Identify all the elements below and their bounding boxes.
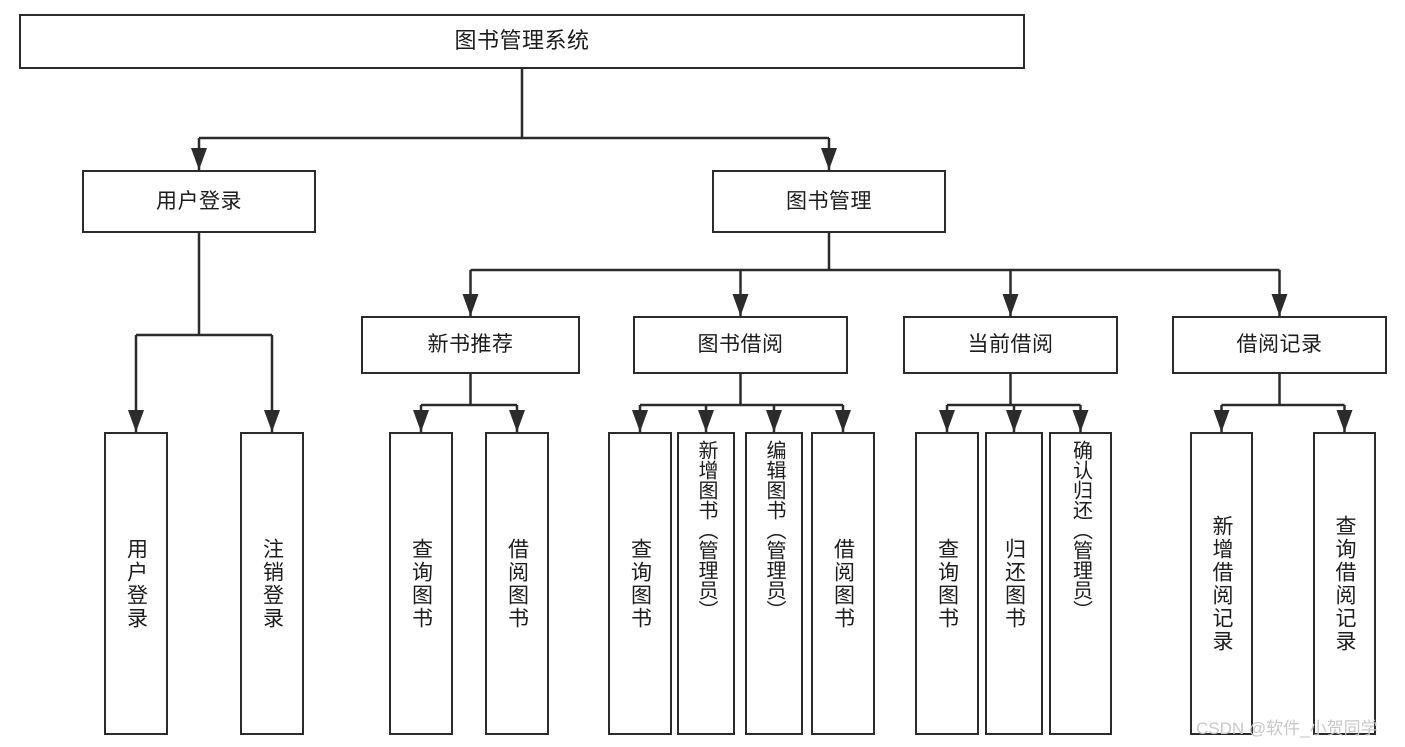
node-leaf6[interactable]: 新增图书（管理员） [677, 432, 735, 735]
node-label-leaf11: 确认归还（管理员） [1069, 440, 1092, 620]
node-leaf8[interactable]: 借阅图书 [811, 432, 875, 735]
node-borrow[interactable]: 图书借阅 [633, 316, 848, 374]
node-label-leaf9: 查询图书 [935, 537, 959, 630]
node-newbook[interactable]: 新书推荐 [361, 316, 580, 374]
edge-arrowhead [766, 410, 782, 432]
edge-arrowhead [128, 410, 144, 432]
node-label-bookmgmt: 图书管理 [786, 189, 872, 213]
node-label-leaf5: 查询图书 [628, 537, 652, 630]
node-label-current: 当前借阅 [967, 333, 1054, 357]
node-leaf4[interactable]: 借阅图书 [485, 432, 549, 735]
node-leaf5[interactable]: 查询图书 [608, 432, 672, 735]
edge-arrowhead [264, 410, 280, 432]
node-leaf7[interactable]: 编辑图书（管理员） [745, 432, 803, 735]
node-label-leaf10: 归还图书 [1002, 537, 1026, 630]
node-label-leaf12: 新增借阅记录 [1210, 514, 1233, 653]
edge-arrowhead [1002, 294, 1019, 316]
edge-arrowhead [698, 410, 714, 432]
edge-arrowhead [835, 410, 851, 432]
node-leaf13[interactable]: 查询借阅记录 [1313, 432, 1376, 735]
node-label-leaf13: 查询借阅记录 [1333, 514, 1356, 653]
node-label-leaf7: 编辑图书（管理员） [763, 440, 785, 620]
node-leaf9[interactable]: 查询图书 [915, 432, 979, 735]
node-label-leaf2: 注销登录 [260, 537, 284, 630]
node-label-leaf8: 借阅图书 [831, 537, 855, 630]
node-leaf12[interactable]: 新增借阅记录 [1190, 432, 1253, 735]
edge-arrowhead [1006, 410, 1022, 432]
node-label-newbook: 新书推荐 [427, 333, 514, 357]
node-label-borrow: 图书借阅 [697, 333, 784, 357]
node-label-leaf3: 查询图书 [409, 537, 433, 630]
node-label-leaf1: 用户登录 [124, 537, 148, 630]
node-bookmgmt[interactable]: 图书管理 [712, 170, 946, 233]
edge-arrowhead [413, 410, 429, 432]
node-leaf11[interactable]: 确认归还（管理员） [1049, 432, 1112, 735]
edge-arrowhead [462, 294, 479, 316]
node-records[interactable]: 借阅记录 [1172, 316, 1387, 374]
edge-arrowhead [1271, 294, 1288, 316]
edge-arrowhead [1072, 410, 1089, 432]
node-root[interactable]: 图书管理系统 [19, 14, 1025, 69]
node-leaf2[interactable]: 注销登录 [240, 432, 304, 735]
node-label-leaf6: 新增图书（管理员） [695, 440, 717, 620]
edge-arrowhead [939, 410, 955, 432]
edge-arrowhead [509, 410, 525, 432]
node-leaf3[interactable]: 查询图书 [389, 432, 453, 735]
edge-arrowhead [821, 148, 837, 170]
node-leaf10[interactable]: 归还图书 [985, 432, 1043, 735]
edge-arrowhead [191, 148, 207, 170]
edge-arrowhead [632, 410, 648, 432]
node-label-login: 用户登录 [156, 189, 242, 213]
edge-arrowhead [1336, 410, 1353, 432]
edge-arrowhead [1213, 410, 1230, 432]
node-label-leaf4: 借阅图书 [505, 537, 529, 630]
node-current[interactable]: 当前借阅 [903, 316, 1118, 374]
node-leaf1[interactable]: 用户登录 [104, 432, 168, 735]
node-login[interactable]: 用户登录 [82, 170, 316, 233]
node-label-records: 借阅记录 [1236, 333, 1323, 357]
node-label-root: 图书管理系统 [454, 28, 590, 54]
edge-arrowhead [732, 294, 749, 316]
